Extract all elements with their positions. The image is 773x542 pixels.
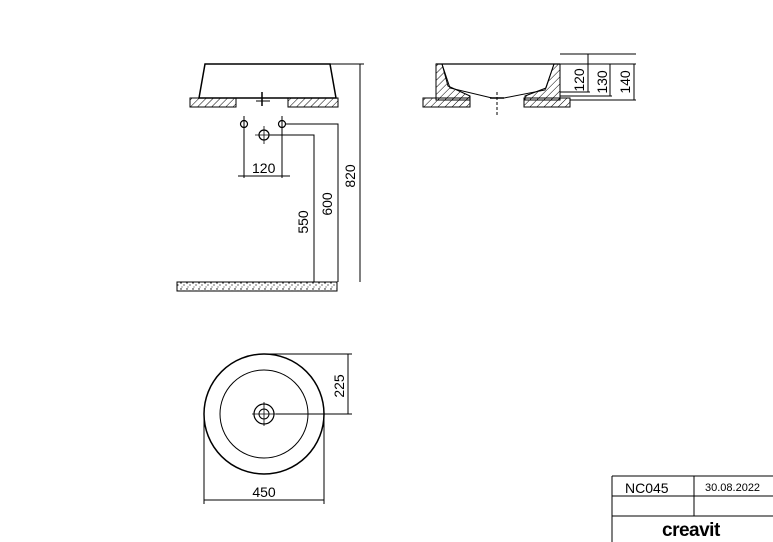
dim-total-height: 820 [342, 164, 358, 188]
plan-view [203, 353, 352, 504]
dim-side-140: 140 [617, 70, 633, 94]
product-code: NC045 [625, 480, 669, 496]
dim-radius: 225 [331, 374, 347, 398]
side-countertop-left [422, 97, 471, 108]
title-block [611, 475, 773, 542]
basin-wall-left [435, 63, 471, 101]
countertop-right-section [287, 97, 339, 108]
dim-side-130: 130 [594, 70, 610, 94]
basin-wall-right [524, 63, 561, 101]
dim-faucet-spacing: 120 [252, 160, 276, 176]
water-connection-left [239, 116, 249, 132]
basin-front-outline [198, 63, 337, 99]
dim-faucet-height: 600 [319, 192, 335, 216]
dim-side-120: 120 [571, 68, 587, 92]
countertop-left-section [189, 97, 237, 108]
floor-section [176, 281, 338, 292]
drawing-date: 30.08.2022 [705, 482, 760, 494]
brand-logo: creavit [662, 520, 721, 541]
front-elevation [176, 63, 364, 292]
side-section [422, 53, 636, 116]
side-countertop-right [523, 97, 571, 108]
dim-drain-height: 550 [295, 210, 311, 234]
water-connection-right [277, 116, 287, 132]
dim-diameter: 450 [252, 484, 276, 500]
